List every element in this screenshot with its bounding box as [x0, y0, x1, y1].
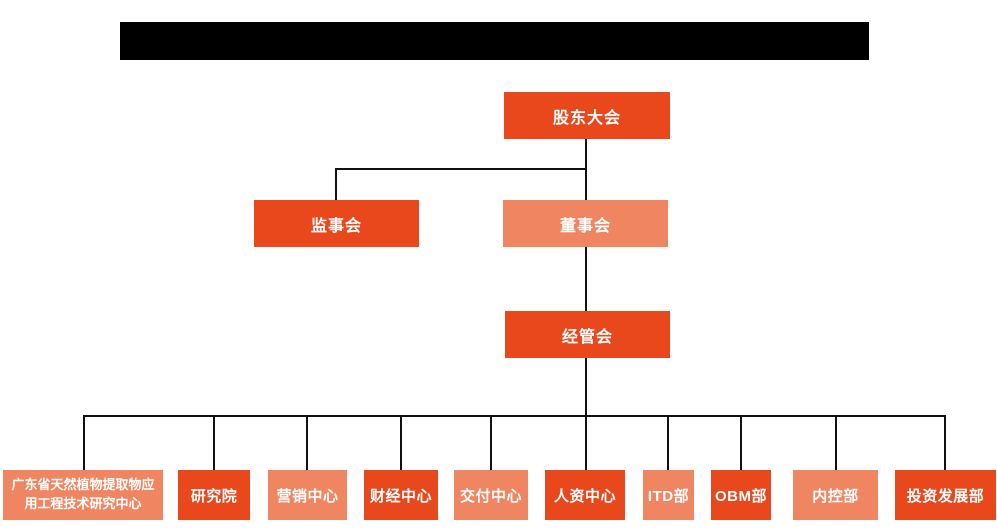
connector-v-shareholders	[585, 139, 587, 170]
org-node-hr-center: 人资中心	[545, 470, 625, 520]
connector-drop	[835, 415, 837, 470]
connector-v-management-bus	[585, 358, 587, 416]
org-node-research-institute: 研究院	[178, 470, 250, 520]
connector-drop	[213, 415, 215, 470]
connector-h-level2-branch	[335, 168, 587, 170]
redacted-title-bar	[120, 22, 869, 60]
org-node-supervisory-board: 监事会	[254, 200, 419, 247]
org-node-finance-center: 财经中心	[364, 470, 438, 520]
org-node-board-of-directors: 董事会	[503, 200, 668, 247]
connector-drop	[585, 415, 587, 470]
connector-drop	[400, 415, 402, 470]
connector-drop	[490, 415, 492, 470]
org-node-marketing-center: 营销中心	[268, 470, 347, 520]
connector-drop	[740, 415, 742, 470]
connector-drop	[944, 415, 946, 470]
org-node-internal-control-department: 内控部	[793, 470, 878, 520]
org-node-management-committee: 经管会	[505, 311, 670, 358]
org-node-obm-department: OBM部	[711, 470, 771, 520]
connector-v-supervisory	[335, 168, 337, 200]
connector-drop	[667, 415, 669, 470]
org-node-investment-development-department: 投资发展部	[895, 470, 996, 520]
connector-drop	[83, 415, 85, 470]
org-node-delivery-center: 交付中心	[454, 470, 528, 520]
connector-v-board	[585, 168, 587, 200]
org-node-itd-department: ITD部	[643, 470, 694, 520]
connector-bus-level4	[83, 415, 946, 417]
connector-drop	[306, 415, 308, 470]
org-node-gd-natural-plant-extract-research-center: 广东省天然植物提取物应用工程技术研究中心	[3, 470, 163, 520]
connector-v-board-management	[585, 247, 587, 311]
org-node-shareholders-meeting: 股东大会	[504, 92, 670, 139]
